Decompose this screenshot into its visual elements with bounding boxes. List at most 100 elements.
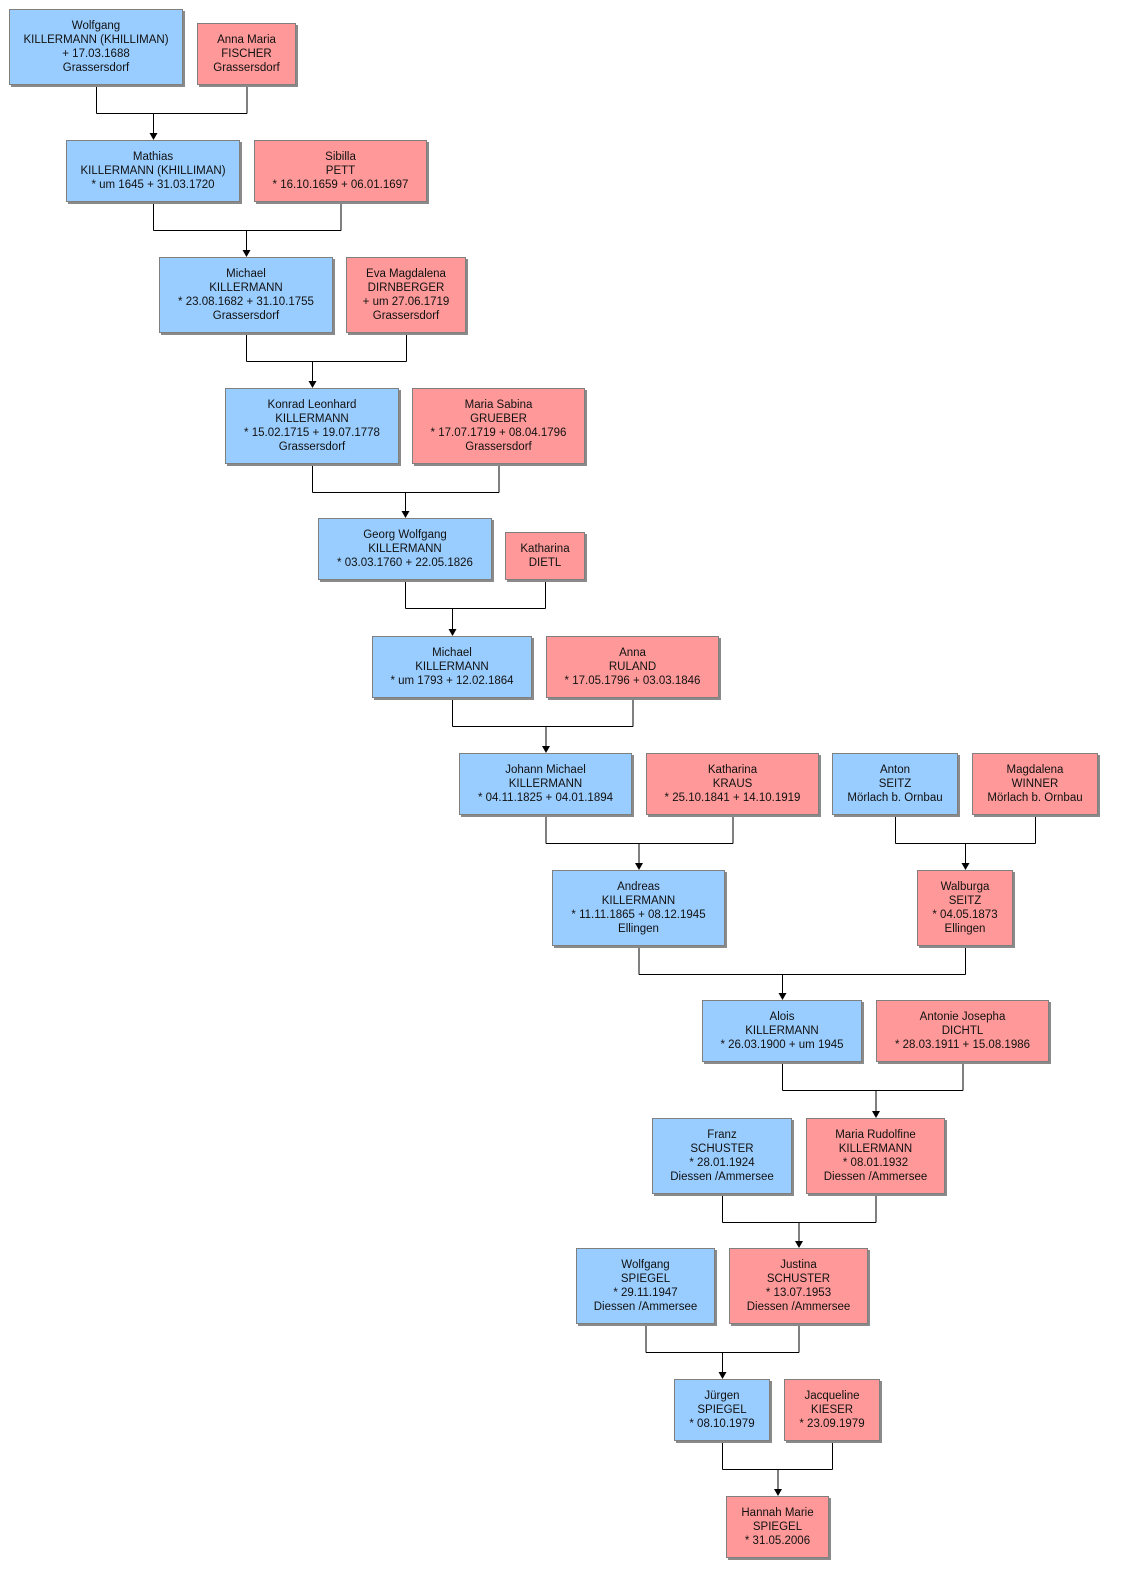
person-line: Wolfgang <box>621 1259 670 1271</box>
person-line: Grassersdorf <box>465 441 532 453</box>
person-line: KILLERMANN (KHILLIMAN) <box>80 165 226 177</box>
person-line: Diessen /Ammersee <box>670 1171 774 1183</box>
person-line: Jacqueline <box>804 1390 860 1402</box>
person-line: * 13.07.1953 <box>765 1287 832 1299</box>
person-line: * 29.11.1947 <box>613 1287 678 1299</box>
person-line: Michael <box>432 647 472 659</box>
person-line: DIRNBERGER <box>367 282 445 294</box>
person-line: Franz <box>707 1129 737 1141</box>
person-line: * 16.10.1659 + 06.01.1697 <box>272 179 409 191</box>
arrow-head-icon <box>448 629 457 636</box>
person-line: PETT <box>325 165 356 177</box>
person-line: Grassersdorf <box>212 310 280 322</box>
person-line: * 03.03.1760 + 22.05.1826 <box>337 557 473 569</box>
person-line: Justina <box>780 1259 817 1271</box>
person-line: SCHUSTER <box>766 1273 831 1285</box>
person-line: Konrad Leonhard <box>267 399 357 411</box>
person-line: DIETL <box>528 557 562 569</box>
person-line: Diessen /Ammersee <box>823 1171 928 1183</box>
person-line: Alois <box>769 1011 795 1023</box>
arrow-head-icon <box>718 1372 727 1379</box>
person-line: Anna <box>619 647 646 659</box>
arrow-head-icon <box>149 133 158 140</box>
person-line: * um 1645 + 31.03.1720 <box>91 179 215 191</box>
person-line: KILLERMANN <box>508 778 583 790</box>
person-line: * 11.11.1865 + 08.12.1945 <box>571 909 706 921</box>
person-line: Katharina <box>520 543 570 555</box>
person-line: Johann Michael <box>505 764 586 776</box>
person-line: * 08.10.1979 <box>689 1418 755 1430</box>
person-line: Maria Rudolfine <box>835 1129 916 1141</box>
person-line: KILLERMANN <box>368 543 442 555</box>
person-line: Jürgen <box>704 1390 740 1402</box>
person-line: * 08.01.1932 <box>842 1157 909 1169</box>
person-line: Grassersdorf <box>213 62 280 74</box>
person-line: Walburga <box>940 881 990 893</box>
person-line: KILLERMANN (KHILLIMAN) <box>23 34 169 46</box>
person-line: Ellingen <box>944 923 986 935</box>
person-line: Hannah Marie <box>741 1507 814 1519</box>
person-line: KILLERMANN <box>415 661 489 673</box>
person-line: Mörlach b. Ornbau <box>847 792 943 804</box>
arrow-head-icon <box>872 1111 880 1118</box>
person-line: * 23.08.1682 + 31.10.1755 <box>178 296 314 308</box>
person-line: SCHUSTER <box>690 1143 754 1155</box>
person-line: Anna Maria <box>217 34 276 46</box>
person-line: Grassersdorf <box>62 62 130 74</box>
arrow-head-icon <box>961 863 970 870</box>
person-line: KIESER <box>810 1404 854 1416</box>
person-line: Antonie Josepha <box>919 1011 1006 1023</box>
person-line: * 04.05.1873 <box>932 909 998 921</box>
arrow-head-icon <box>542 746 550 753</box>
person-line: Mathias <box>132 151 174 163</box>
person-line: KILLERMANN <box>275 413 349 425</box>
person-line: KILLERMANN <box>838 1143 913 1155</box>
person-line: Magdalena <box>1006 764 1064 776</box>
person-line: KRAUS <box>712 778 753 790</box>
person-line: Diessen /Ammersee <box>746 1301 851 1313</box>
person-line: SPIEGEL <box>752 1521 803 1533</box>
person-line: * 23.09.1979 <box>799 1418 865 1430</box>
person-line: FISCHER <box>221 48 272 60</box>
person-line: Ellingen <box>618 923 659 935</box>
person-line: * 31.05.2006 <box>744 1535 811 1547</box>
person-line: SPIEGEL <box>620 1273 671 1285</box>
person-line: SEITZ <box>948 895 982 907</box>
arrow-head-icon <box>795 1241 803 1248</box>
arrow-head-icon <box>308 381 317 388</box>
person-line: SEITZ <box>878 778 912 790</box>
person-line: SPIEGEL <box>697 1404 747 1416</box>
person-line: KILLERMANN <box>745 1025 819 1037</box>
person-line: WINNER <box>1011 778 1059 790</box>
person-line: GRUEBER <box>470 413 527 425</box>
person-line: KILLERMANN <box>601 895 676 907</box>
